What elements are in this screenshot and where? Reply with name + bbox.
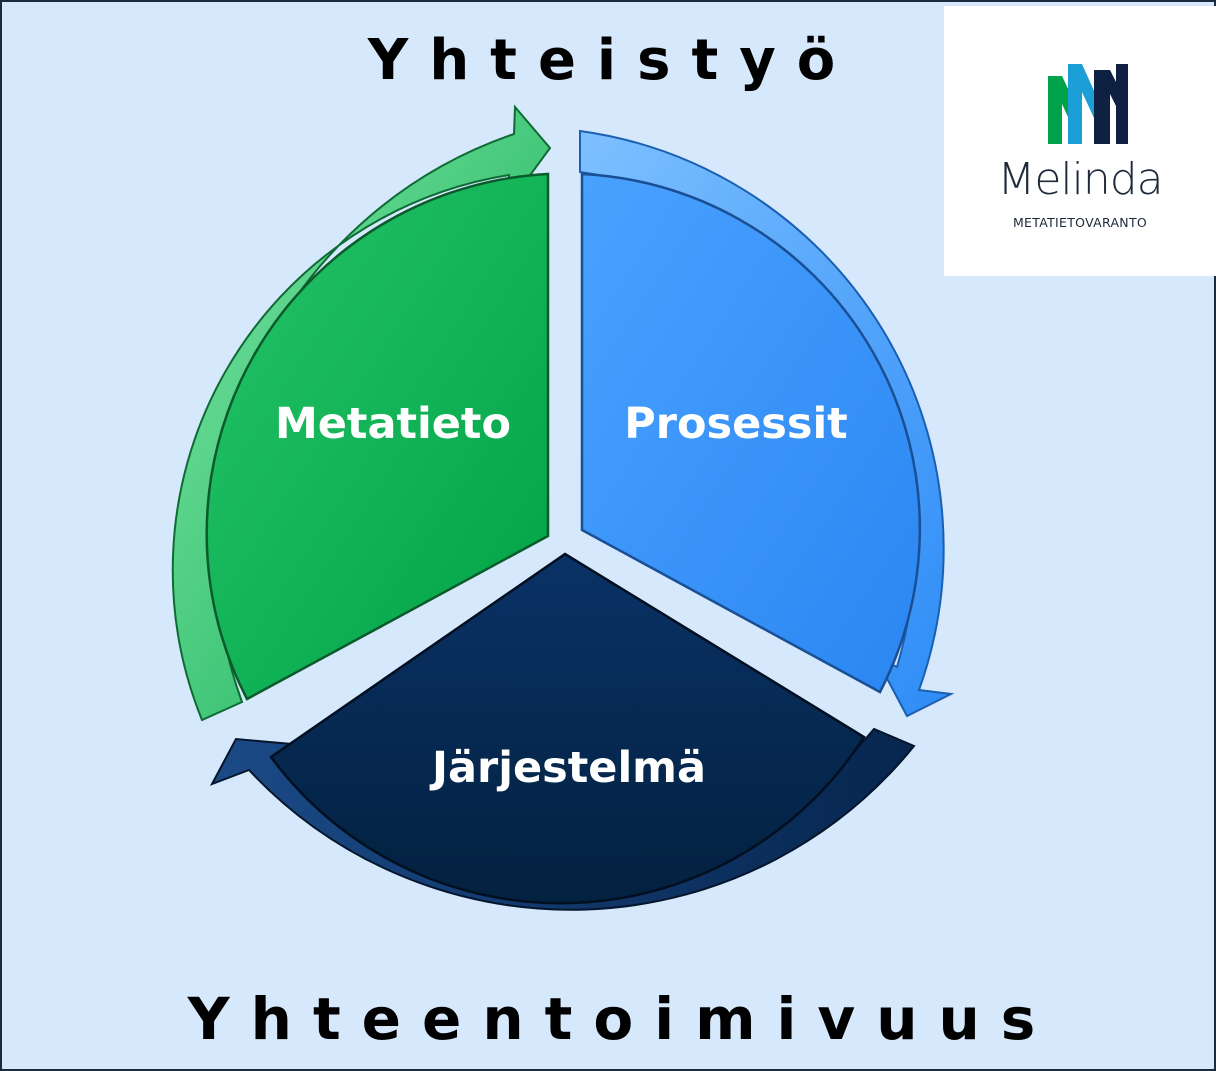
logo-wordmark: Melinda	[997, 154, 1163, 205]
metatieto-segment	[205, 172, 550, 701]
logo-subline: METATIETOVARANTO	[1012, 215, 1148, 230]
prosessit-segment	[580, 172, 922, 694]
jarjestelma-label: Järjestelmä	[429, 743, 706, 793]
prosessit-label: Prosessit	[624, 399, 848, 449]
metatieto-label: Metatieto	[275, 399, 511, 449]
melinda-logo: Melinda METATIETOVARANTO	[944, 6, 1216, 276]
jarjestelma-segment	[269, 552, 866, 905]
melinda-logo-mark	[1048, 64, 1128, 144]
top-title: Yhteistyö	[367, 28, 857, 93]
bottom-title: Yhteentoimivuus	[187, 985, 1057, 1053]
